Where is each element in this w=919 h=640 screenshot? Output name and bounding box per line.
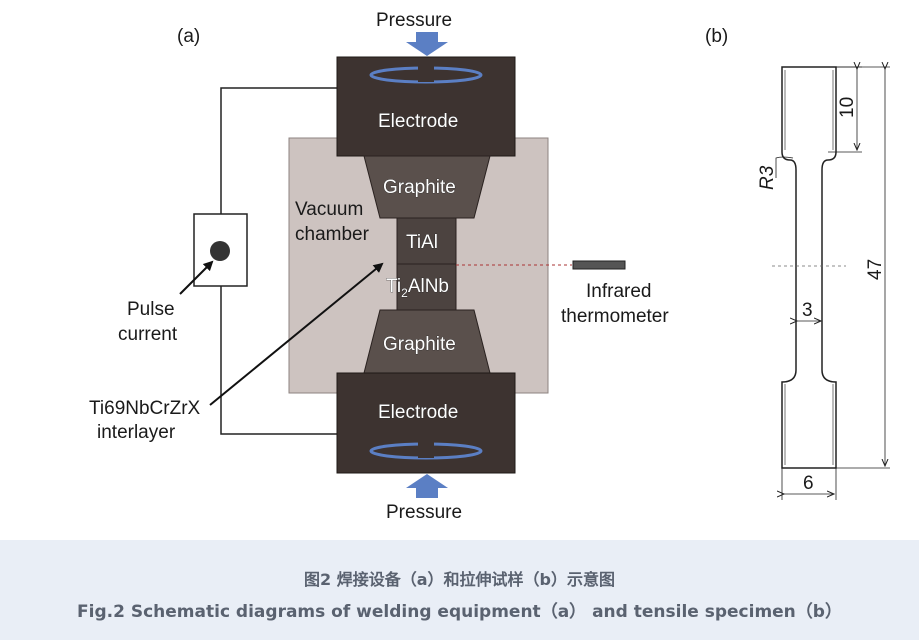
dim-gauge-value: 3 <box>802 300 813 321</box>
thermometer-label-line2: thermometer <box>561 306 669 327</box>
interlayer-label-line2: interlayer <box>97 422 176 443</box>
caption-chinese: 图2 焊接设备（a）和拉伸试样（b）示意图 <box>304 570 615 589</box>
pressure-top-arrow <box>406 32 448 56</box>
pulse-current-label-line2: current <box>118 324 178 345</box>
dim-total-value: 47 <box>865 259 886 280</box>
electrode-top-loop-gap <box>418 66 434 82</box>
grip-thread-lines <box>784 70 834 465</box>
pressure-bottom-label: Pressure <box>386 502 462 523</box>
electrode-top-label: Electrode <box>378 111 458 132</box>
infrared-thermometer <box>572 260 626 270</box>
dim-radius-value: R3 <box>757 165 778 190</box>
sample-ti2alnb <box>396 263 457 311</box>
pulse-current-label-line1: Pulse <box>127 299 175 320</box>
graphite-top-label: Graphite <box>383 177 456 198</box>
panel-b-label: (b) <box>705 26 728 47</box>
electrode-bottom-loop-gap <box>418 442 434 458</box>
interlayer-leader <box>209 262 384 406</box>
sample-tial-label: TiAl <box>406 232 438 253</box>
dim-radius-leader <box>775 156 794 178</box>
circuit-wire <box>220 87 337 435</box>
dim-grip-value: 6 <box>803 473 814 494</box>
pulse-current-dot <box>210 241 230 261</box>
electrode-bottom-label: Electrode <box>378 402 458 423</box>
graphite-bottom-label: Graphite <box>383 334 456 355</box>
pulse-current-leader <box>179 260 214 295</box>
tensile-specimen <box>781 66 837 469</box>
pressure-top-label: Pressure <box>376 10 452 31</box>
figure: (a) Pressure Pressure Vacuum chamber Pul… <box>89 10 890 523</box>
sample-tial <box>396 217 457 265</box>
panel-b: (b) 10 47 R3 3 6 <box>705 26 890 500</box>
thermometer-label-line1: Infrared <box>586 281 651 302</box>
pressure-bottom-arrow <box>406 474 448 498</box>
caption-english: Fig.2 Schematic diagrams of welding equi… <box>77 602 842 622</box>
graphite-top <box>363 155 491 219</box>
interlayer-label-line1: Ti69NbCrZrX <box>89 398 201 419</box>
caption-bar: 图2 焊接设备（a）和拉伸试样（b）示意图 Fig.2 Schematic di… <box>0 540 919 640</box>
sample-ti2alnb-label: Ti2AlNb <box>386 276 449 300</box>
dim-top-value: 10 <box>837 97 858 118</box>
panel-a: (a) Pressure Pressure Vacuum chamber Pul… <box>89 10 669 523</box>
panel-a-label: (a) <box>177 26 200 47</box>
vacuum-chamber-label-line1: Vacuum <box>295 199 363 220</box>
vacuum-chamber-label-line2: chamber <box>295 224 370 245</box>
